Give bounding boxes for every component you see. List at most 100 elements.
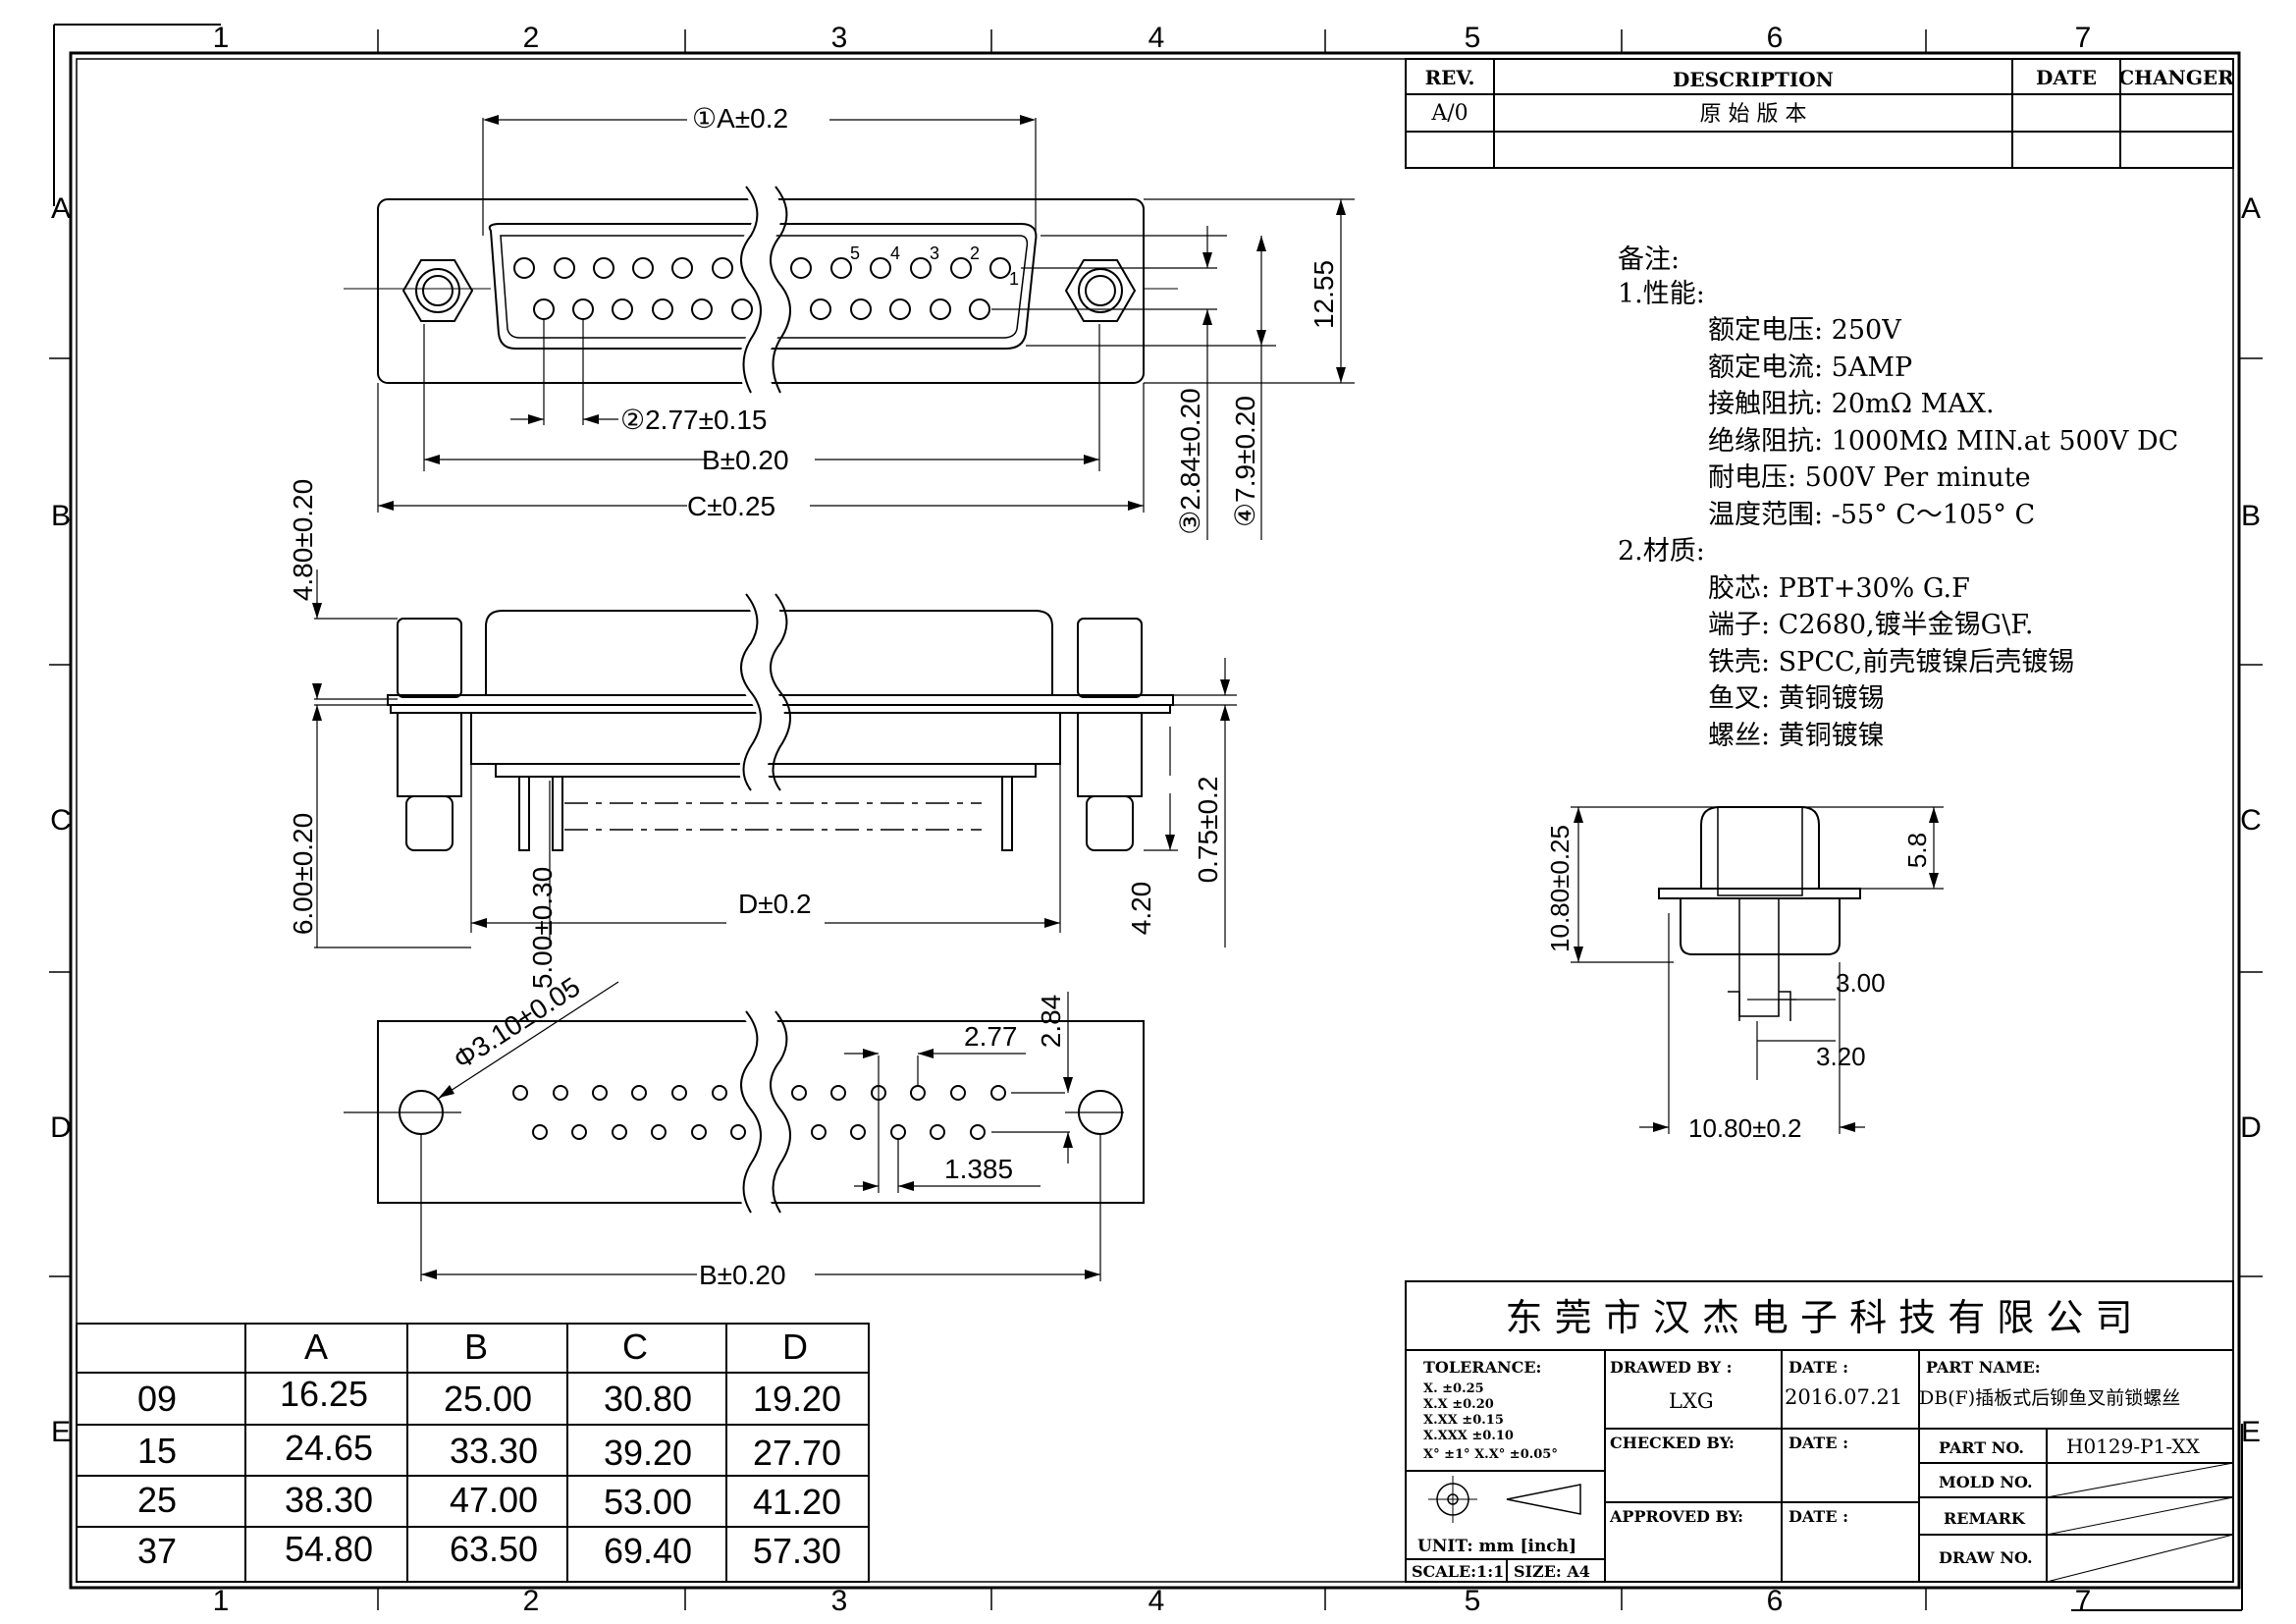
perf-voltage: 额定电压: 250V: [1708, 315, 1901, 346]
date-value: 2016.07.21: [1785, 1385, 1902, 1409]
svg-text:33.30: 33.30: [450, 1431, 538, 1471]
mat-fork: 鱼叉: 黄铜镀锡: [1708, 683, 1885, 714]
pin-number: 5: [850, 244, 860, 263]
svg-text:30.80: 30.80: [604, 1379, 692, 1419]
dim-d: D±0.2: [738, 889, 812, 919]
revision-table: REV. DESCRIPTION DATE CHANGER A/0 原 始 版 …: [1405, 58, 2234, 169]
unit-label: UNIT: mm [inch]: [1417, 1537, 1576, 1556]
svg-text:27.70: 27.70: [753, 1433, 841, 1473]
tolerance-4: X.XXX ±0.10: [1423, 1429, 1514, 1443]
perf-contact: 接触阻抗: 20mΩ MAX.: [1708, 389, 1995, 419]
mat-shell: 铁壳: SPCC,前壳镀镍后壳镀锡: [1708, 647, 2074, 677]
table-row: 37 54.80 63.50 69.40 57.30: [137, 1529, 841, 1571]
col-label: 7: [2075, 1585, 2092, 1617]
row-label: D: [50, 1111, 72, 1144]
svg-text:19.20: 19.20: [753, 1379, 841, 1419]
drawing-frame: [49, 24, 2263, 1611]
dim-2-84b: 2.84: [1036, 995, 1066, 1049]
row-label: D: [2240, 1111, 2262, 1144]
perf-withstand: 耐电压: 500V Per minute: [1708, 462, 2031, 493]
row-label: A: [2241, 192, 2261, 225]
svg-text:38.30: 38.30: [285, 1480, 373, 1520]
svg-text:37: 37: [137, 1531, 177, 1571]
side-view: [312, 569, 1237, 948]
profile-detail-labels: 10.80±0.25 5.8 3.00 3.20 10.80±0.2: [1545, 825, 1932, 1143]
col-label: 3: [831, 1585, 848, 1617]
dim-7-9: ④7.9±0.20: [1230, 396, 1260, 527]
svg-text:39.20: 39.20: [604, 1433, 692, 1473]
front-view: [344, 115, 1355, 540]
col-label: 5: [1465, 1585, 1481, 1617]
row-label: E: [2241, 1416, 2261, 1448]
svg-text:47.00: 47.00: [450, 1480, 538, 1520]
dim-4-20: 4.20: [1126, 882, 1156, 936]
dim-10-80v: 10.80±0.25: [1545, 825, 1575, 952]
front-view-labels: ①A±0.2 ②2.77±0.15 B±0.20 C±0.25 12.55 ③2…: [620, 103, 1339, 535]
material-title: 2.材质:: [1618, 536, 1705, 567]
col-c-header: C: [622, 1326, 648, 1367]
dim-b-bottom: B±0.20: [699, 1260, 786, 1290]
col-a-header: A: [304, 1326, 328, 1367]
rev-value: A/0: [1430, 101, 1468, 126]
notes-title: 备注:: [1618, 244, 1680, 275]
svg-text:25: 25: [137, 1480, 177, 1520]
dim-a: ①A±0.2: [692, 103, 788, 134]
dim-6-00: 6.00±0.20: [288, 813, 318, 935]
mat-screw: 螺丝: 黄铜镀镍: [1708, 721, 1885, 751]
col-label: 1: [213, 22, 230, 54]
perf-insulation: 绝缘阻抗: 1000MΩ MIN.at 500V DC: [1708, 426, 2178, 457]
dim-2-84: ③2.84±0.20: [1175, 388, 1205, 534]
dimension-table: A B C D 09 16.25 25.00 30.80 19.20 15 24…: [76, 1323, 870, 1583]
pin-number: 1: [1009, 269, 1019, 289]
row-label: B: [2241, 500, 2261, 532]
grid-labels: 1 2 3 4 5 6 7 1 2 3 4 5 6 7 A B C D E A …: [50, 22, 2262, 1617]
company-name: 东 莞 市 汉 杰 电 子 科 技 有 限 公 司: [1506, 1296, 2133, 1339]
description-header: DESCRIPTION: [1673, 68, 1834, 91]
svg-text:57.30: 57.30: [753, 1531, 841, 1571]
svg-text:41.20: 41.20: [753, 1482, 841, 1522]
date-header: DATE: [2036, 66, 2097, 89]
description-value: 原 始 版 本: [1700, 102, 1807, 127]
tolerance-2: X.X ±0.20: [1423, 1397, 1494, 1412]
dim-5-8: 5.8: [1902, 833, 1932, 868]
svg-text:15: 15: [137, 1431, 177, 1471]
row-label: E: [51, 1416, 71, 1448]
dim-4-80: 4.80±0.20: [288, 479, 318, 601]
svg-text:53.00: 53.00: [604, 1482, 692, 1522]
pin-number: 3: [930, 244, 939, 263]
svg-text:09: 09: [137, 1379, 177, 1419]
title-block: 东 莞 市 汉 杰 电 子 科 技 有 限 公 司 TOLERANCE: X. …: [1405, 1280, 2234, 1583]
side-view-labels: 4.80±0.20 6.00±0.20 5.00±0.30 D±0.2 4.20…: [288, 479, 1223, 989]
dim-3-20: 3.20: [1816, 1042, 1866, 1071]
row-label: C: [2240, 804, 2262, 837]
pin-number: 2: [970, 244, 980, 263]
svg-text:63.50: 63.50: [450, 1529, 538, 1569]
col-label: 7: [2075, 22, 2092, 54]
bottom-view: [344, 981, 1145, 1281]
perf-current: 额定电流: 5AMP: [1708, 352, 1912, 383]
col-label: 5: [1465, 22, 1481, 54]
svg-text:54.80: 54.80: [285, 1529, 373, 1569]
dim-12-55: 12.55: [1308, 260, 1339, 329]
perf-temperature: 温度范围: -55° C～105° C: [1708, 500, 2035, 530]
part-no-label: PART NO.: [1939, 1438, 2024, 1457]
svg-text:25.00: 25.00: [444, 1379, 532, 1419]
col-label: 3: [831, 22, 848, 54]
angle-tolerance: X° ±1° X.X° ±0.05°: [1423, 1447, 1558, 1462]
tolerance-label: TOLERANCE:: [1423, 1358, 1541, 1377]
scale-label: SCALE:1:1: [1412, 1562, 1504, 1581]
table-row: 15 24.65 33.30 39.20 27.70: [137, 1428, 841, 1473]
tolerance-3: X.XX ±0.15: [1423, 1413, 1504, 1428]
tolerance-1: X. ±0.25: [1423, 1381, 1484, 1396]
col-label: 6: [1767, 22, 1784, 54]
table-row: 25 38.30 47.00 53.00 41.20: [137, 1480, 841, 1522]
col-label: 4: [1148, 22, 1165, 54]
svg-text:69.40: 69.40: [604, 1531, 692, 1571]
date-label-1: DATE :: [1789, 1358, 1848, 1377]
remark-label: REMARK: [1944, 1509, 2026, 1528]
drawn-by-value: LXG: [1669, 1389, 1714, 1413]
col-b-header: B: [464, 1326, 488, 1367]
dim-pin-pitch: ②2.77±0.15: [620, 405, 767, 435]
profile-detail: [1571, 806, 1944, 1134]
dim-3-00: 3.00: [1836, 968, 1886, 998]
